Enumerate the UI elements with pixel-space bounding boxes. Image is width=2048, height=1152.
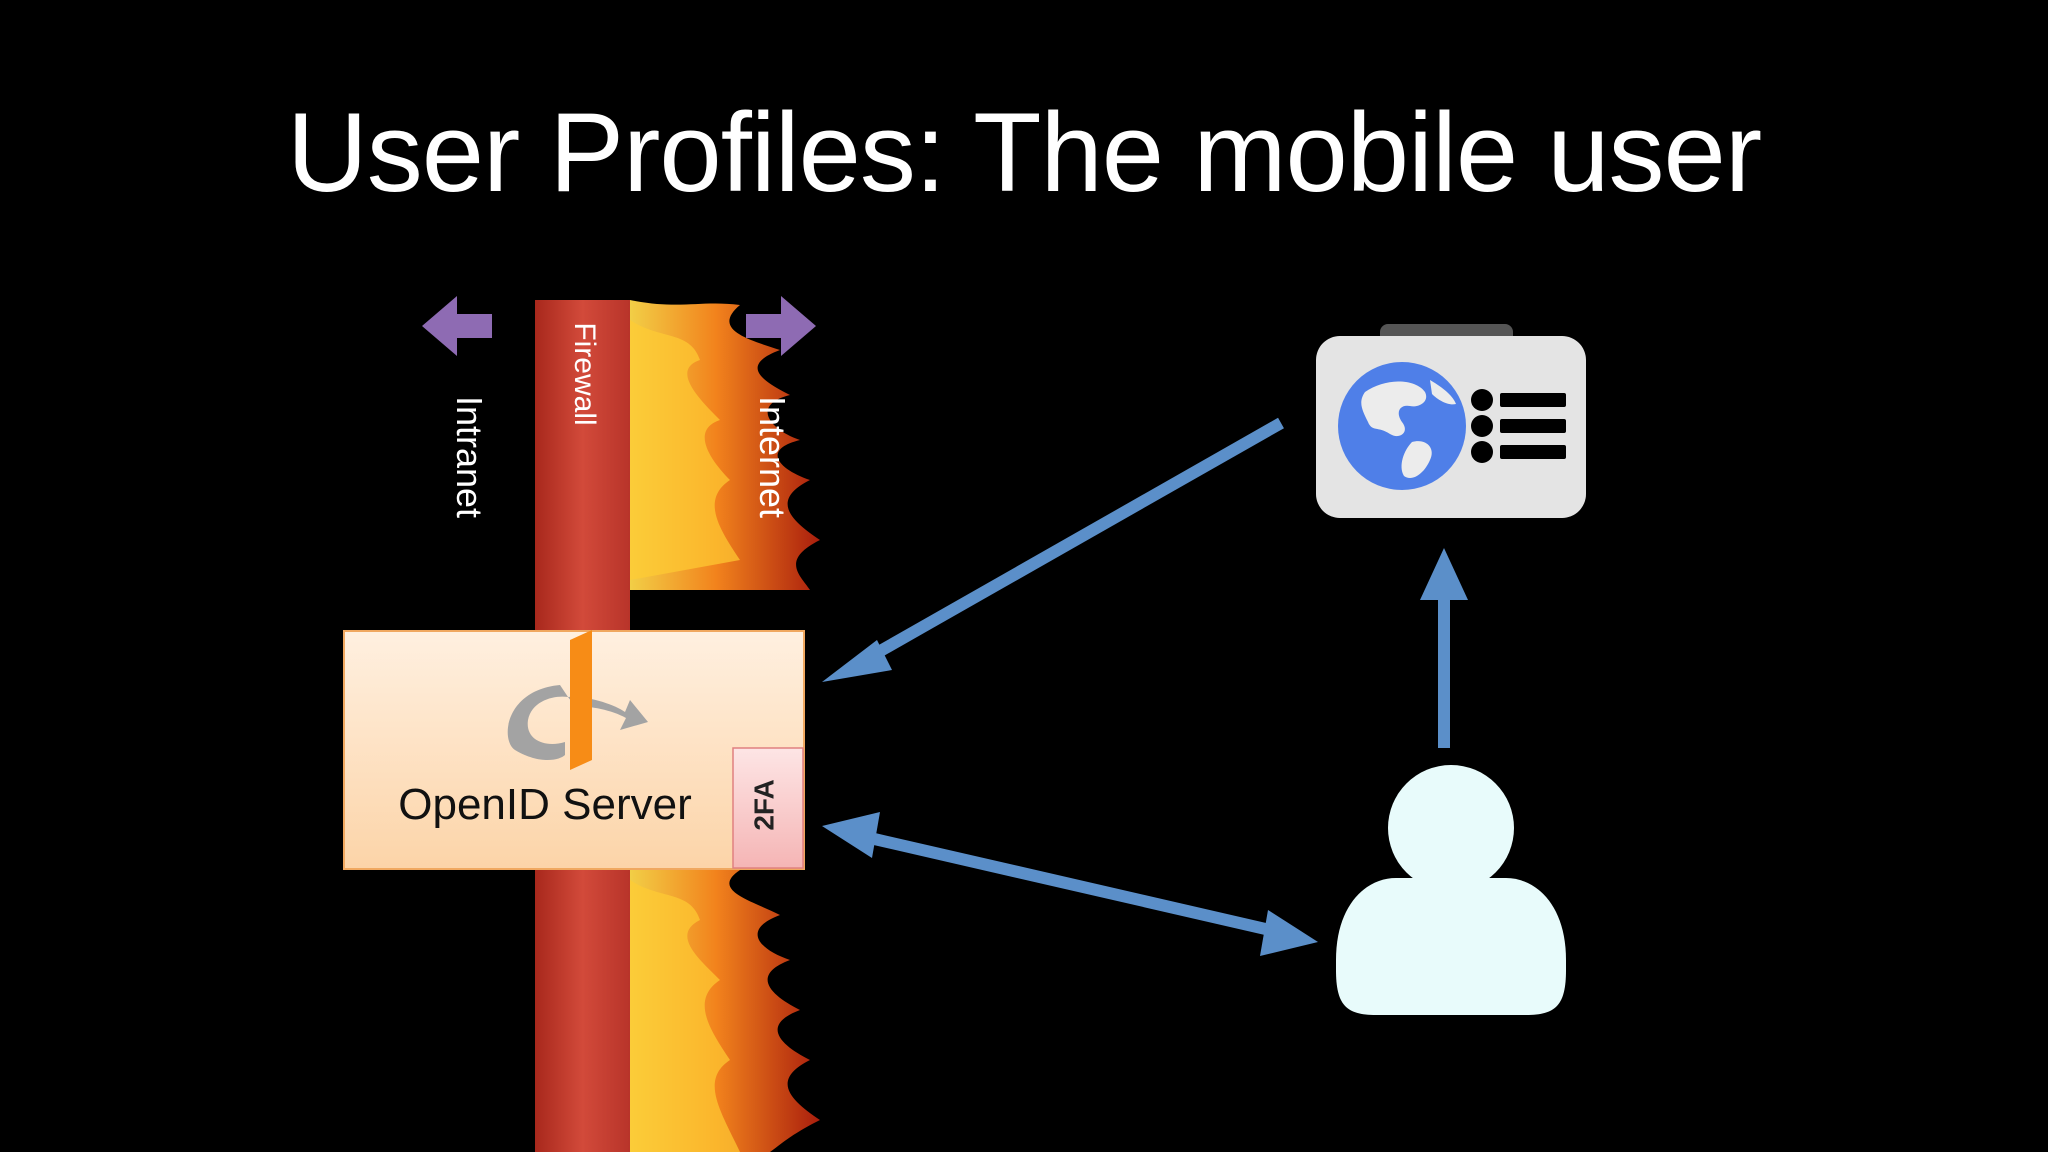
internet-label: Internet (752, 395, 793, 519)
person-user-icon (1336, 765, 1566, 1015)
firewall-flames (630, 300, 820, 1152)
twofa-label-container: 2FA (730, 745, 800, 865)
twofa-box (732, 747, 804, 869)
intranet-label: Intranet (449, 395, 490, 519)
intranet-arrow-icon (422, 296, 492, 356)
slide-title: User Profiles: The mobile user (286, 90, 1762, 215)
server-user-bidirectional-arrow (822, 812, 1318, 956)
firewall-label: Firewall (568, 322, 601, 426)
twofa-label: 2FA (748, 779, 780, 831)
internet-arrow-icon (746, 296, 816, 356)
openid-server-label: OpenID Server (398, 780, 692, 829)
openid-logo-icon (507, 630, 648, 770)
user-to-card-arrow (1420, 548, 1468, 748)
card-to-server-arrow (822, 417, 1284, 682)
profile-card (1316, 324, 1586, 518)
